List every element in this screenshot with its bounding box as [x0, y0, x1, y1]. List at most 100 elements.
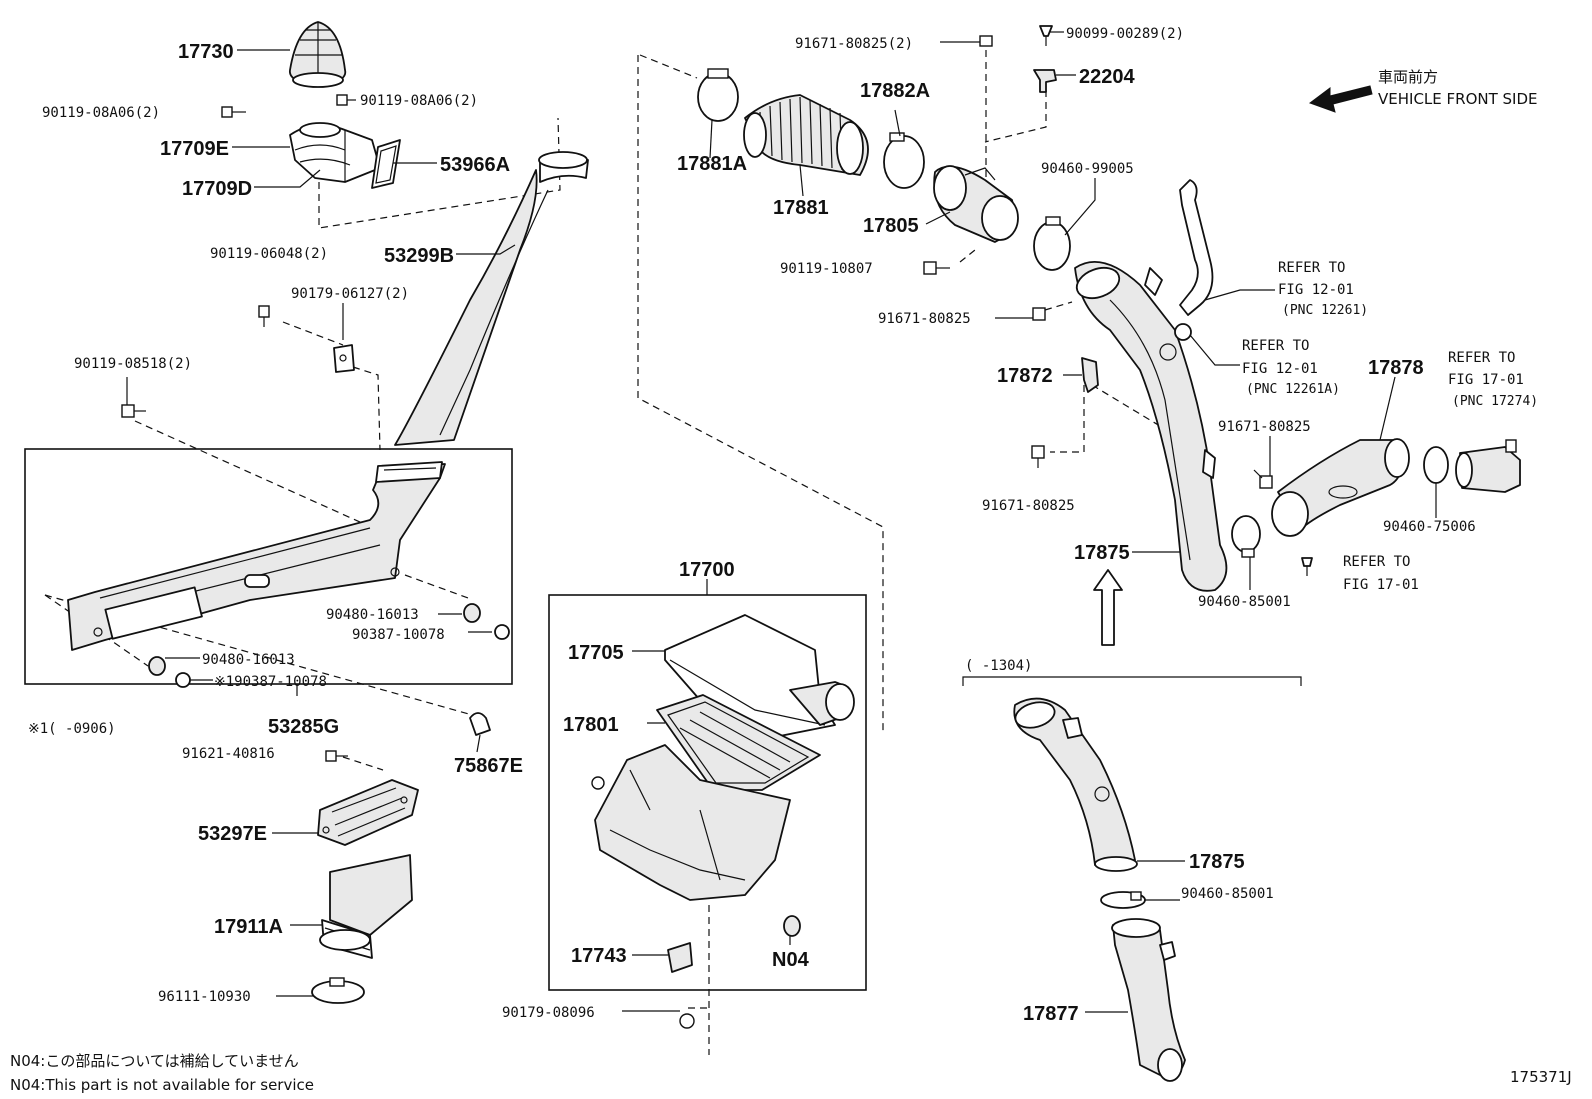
dashed-line-90460-99005	[1044, 301, 1073, 311]
clip-icon	[333, 344, 355, 373]
nut-icon	[679, 1013, 695, 1029]
clamp-90460-85001-icon	[1231, 515, 1261, 558]
part-label-75867E: 75867E	[454, 755, 523, 777]
part-label-17805: 17805	[863, 215, 919, 237]
bolt-icon	[336, 94, 356, 106]
bolt-icon	[1032, 307, 1046, 321]
dashed-line-right-grommet	[404, 574, 469, 599]
part-label-90460-75006: 90460-75006	[1383, 519, 1476, 535]
part-label-91671-80825-right: 91671-80825	[1218, 419, 1311, 435]
hose-17875-icon	[1074, 260, 1228, 592]
clamp-90460-75006-icon	[1423, 446, 1449, 484]
part-label-53966A: 53966A	[440, 154, 510, 176]
vehicle-front-jp: 車両前方	[1378, 68, 1438, 86]
up-arrow-icon	[1093, 569, 1123, 646]
flowmeter-17805-icon	[933, 165, 1019, 243]
part-label-90480-16013-a: 90480-16013	[326, 607, 419, 623]
screw-icon	[1301, 557, 1313, 576]
part-label-53299B: 53299B	[384, 245, 454, 267]
air-cleaner-17700-icon	[591, 614, 855, 973]
figure-id: 175371J	[1510, 1068, 1572, 1086]
clamp-17881A-icon	[697, 68, 739, 122]
part-label-17709E: 17709E	[160, 138, 229, 160]
part-label-17875-alt: 17875	[1189, 851, 1245, 873]
dashed-line-grommet	[134, 420, 401, 541]
part-label-17878: 17878	[1368, 357, 1424, 379]
leader	[456, 244, 516, 255]
part-label-17881A: 17881A	[677, 153, 747, 175]
leader	[894, 109, 901, 137]
part-label-17877: 17877	[1023, 1003, 1079, 1025]
dashed-line-left-bracket	[637, 55, 884, 735]
part-label-17709D: 17709D	[182, 178, 252, 200]
date-range-label: ( -1304)	[965, 658, 1032, 674]
part-label-17730: 17730	[178, 41, 234, 63]
leader	[1204, 289, 1275, 301]
part-label-90099-00289: 90099-00289(2)	[1066, 26, 1184, 42]
bolt-icon	[1031, 445, 1045, 468]
clamp-90460-85001-alt-icon	[1100, 891, 1146, 909]
cover-53297E-icon	[317, 779, 419, 846]
gasket-53966A-icon	[371, 139, 401, 189]
bolt-icon	[325, 750, 348, 762]
part-label-90119-08518: 90119-08518(2)	[74, 356, 192, 372]
refer-note-3: REFER TO FIG 17-01 (PNC 17274)	[1448, 350, 1538, 409]
clamp-17882A-icon	[883, 132, 925, 189]
part-label-91621-40816: 91621-40816	[182, 746, 275, 762]
refer-note-2: REFER TO FIG 12-01 (PNC 12261A)	[1242, 338, 1340, 397]
part-label-17700: 17700	[679, 559, 735, 581]
dashed-line-bolt-mid	[959, 249, 976, 263]
part-label-N04: N04	[772, 949, 810, 971]
bolt-icon	[979, 35, 993, 47]
footer-note-en: N04:This part is not available for servi…	[10, 1076, 314, 1094]
part-label-17743: 17743	[571, 945, 627, 967]
part-label-90119-08A06-left: 90119-08A06(2)	[42, 105, 160, 121]
part-label-17801: 17801	[563, 714, 619, 736]
part-label-90460-85001-alt: 90460-85001	[1181, 886, 1274, 902]
part-label-90387-10078-a: 90387-10078	[352, 627, 445, 643]
hose-17878-icon	[1271, 438, 1410, 537]
part-label-96111-10930: 96111-10930	[158, 989, 251, 1005]
bracket-17872-icon	[1081, 357, 1099, 393]
throttle-adapter-icon	[1455, 439, 1521, 493]
hose-17875-alt-icon	[1013, 697, 1138, 872]
part-label-17882A: 17882A	[860, 80, 930, 102]
bolt-icon	[221, 106, 246, 118]
grommet-icon	[148, 656, 191, 688]
clamp-90460-99005-icon	[1033, 216, 1071, 271]
part-label-90480-16013-b: 90480-16013	[202, 652, 295, 668]
part-label-53285G: 53285G	[268, 716, 339, 738]
cap-17730-icon	[289, 21, 347, 88]
bolt-icon	[258, 305, 270, 327]
leader	[799, 164, 804, 197]
bolt-icon	[1253, 469, 1273, 489]
duct-53299B-icon	[394, 151, 589, 446]
duct-17911A-icon	[319, 854, 413, 959]
bracket-17709-icon	[289, 122, 381, 183]
leader	[1189, 334, 1240, 366]
leader	[254, 169, 321, 188]
vehicle-front-en: VEHICLE FRONT SIDE	[1378, 90, 1538, 108]
leader	[709, 119, 713, 159]
dashed-line-duct-cover	[342, 756, 384, 771]
refer-note-4: REFER TO FIG 17-01	[1343, 554, 1419, 593]
part-label-17872: 17872	[997, 365, 1053, 387]
hose-17881-icon	[743, 94, 869, 176]
vehicle-front-arrow-icon	[1308, 85, 1373, 113]
bolt-icon	[121, 404, 146, 418]
date-range-bracket	[962, 676, 1302, 686]
duct-53285G-icon	[67, 461, 446, 651]
leader	[476, 734, 481, 753]
sensor-22204-icon	[1033, 69, 1057, 93]
pcv-hose-icon	[1179, 179, 1214, 316]
dashed-line-bolt-chain	[282, 321, 344, 346]
part-label-90460-99005: 90460-99005	[1041, 161, 1134, 177]
part-label-91671-80825-top: 91671-80825(2)	[795, 36, 913, 52]
bolt-icon	[923, 261, 950, 275]
part-label-90119-10807: 90119-10807	[780, 261, 873, 277]
dashed-line-17872	[1050, 385, 1085, 453]
hose-17877-icon	[1111, 918, 1186, 1082]
screw-icon	[1039, 25, 1053, 46]
note-x1: ※1( -0906)	[28, 721, 116, 737]
